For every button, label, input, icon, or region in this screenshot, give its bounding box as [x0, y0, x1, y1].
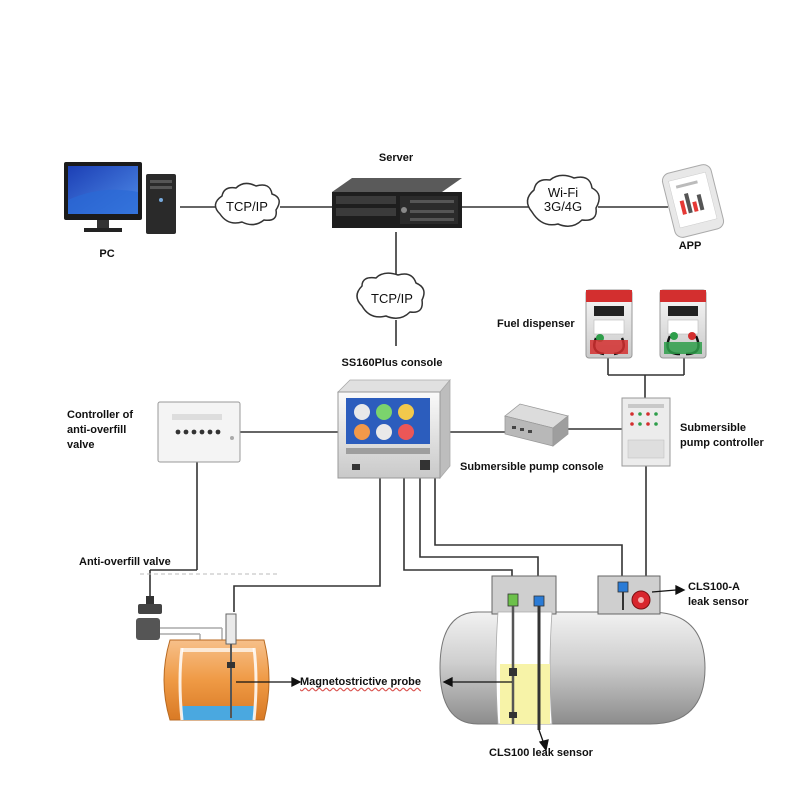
cloud-icon [356, 272, 425, 319]
controller-label-line3: valve [67, 439, 95, 451]
anti-overfill-controller-label: Controller of anti-overfill valve [67, 408, 133, 453]
controller-label-line1: Controller of [67, 409, 133, 421]
console-terminal-icon [337, 378, 451, 480]
cls100a-line1: CLS100-A [688, 581, 740, 593]
app-label: APP [678, 240, 702, 252]
smartphone-app-icon [661, 164, 725, 238]
console-label: SS160Plus console [341, 357, 443, 369]
fuel-dispenser-label: Fuel dispenser [497, 318, 575, 330]
fuel-dispenser-icon [659, 289, 707, 359]
sub-pump-controller-label: Submersible pump controller [680, 421, 764, 451]
magnetostrictive-probe-text: Magnetostrictive probe [300, 676, 422, 688]
wifi-line1: Wi-Fi [547, 185, 579, 200]
cls100-label: CLS100 leak sensor [489, 747, 593, 759]
tcpip-center-link: TCP/IP [371, 291, 413, 306]
leak-sensor-icon [617, 581, 651, 610]
anti-overfill-valve-label: Anti-overfill valve [79, 556, 171, 568]
control-box-icon [621, 397, 671, 467]
tank-icon [439, 575, 706, 725]
pump-console-icon [504, 403, 569, 447]
tcpip-left-link: TCP/IP [226, 199, 268, 214]
sub-pump-ctrl-line2: pump controller [680, 437, 764, 449]
desktop-pc-icon [64, 162, 176, 234]
pointer-arrows [236, 584, 686, 752]
server-label: Server [378, 152, 414, 164]
control-box-icon [157, 401, 241, 463]
tank-icon [163, 639, 270, 721]
leak-sensor-icon [533, 595, 545, 730]
pc-label: PC [99, 248, 115, 260]
wifi-link: Wi-Fi 3G/4G [544, 186, 582, 214]
probe-icon [507, 593, 519, 724]
cloud-icon [526, 174, 600, 227]
sub-pump-ctrl-line1: Submersible [680, 422, 747, 434]
connection-lines [149, 206, 685, 612]
wifi-line2: 3G/4G [543, 199, 583, 214]
sub-pump-console-label: Submersible pump console [460, 461, 604, 473]
probe-icon [225, 613, 237, 718]
rack-server-icon [332, 178, 462, 228]
cls100a-label: CLS100-A leak sensor [688, 580, 749, 610]
cls100a-line2: leak sensor [688, 596, 749, 608]
fuel-dispenser-icon [585, 289, 633, 359]
magnetostrictive-probe-label: Magnetostrictive probe [300, 675, 421, 690]
controller-label-line2: anti-overfill [67, 424, 127, 436]
cloud-icon [214, 182, 280, 226]
